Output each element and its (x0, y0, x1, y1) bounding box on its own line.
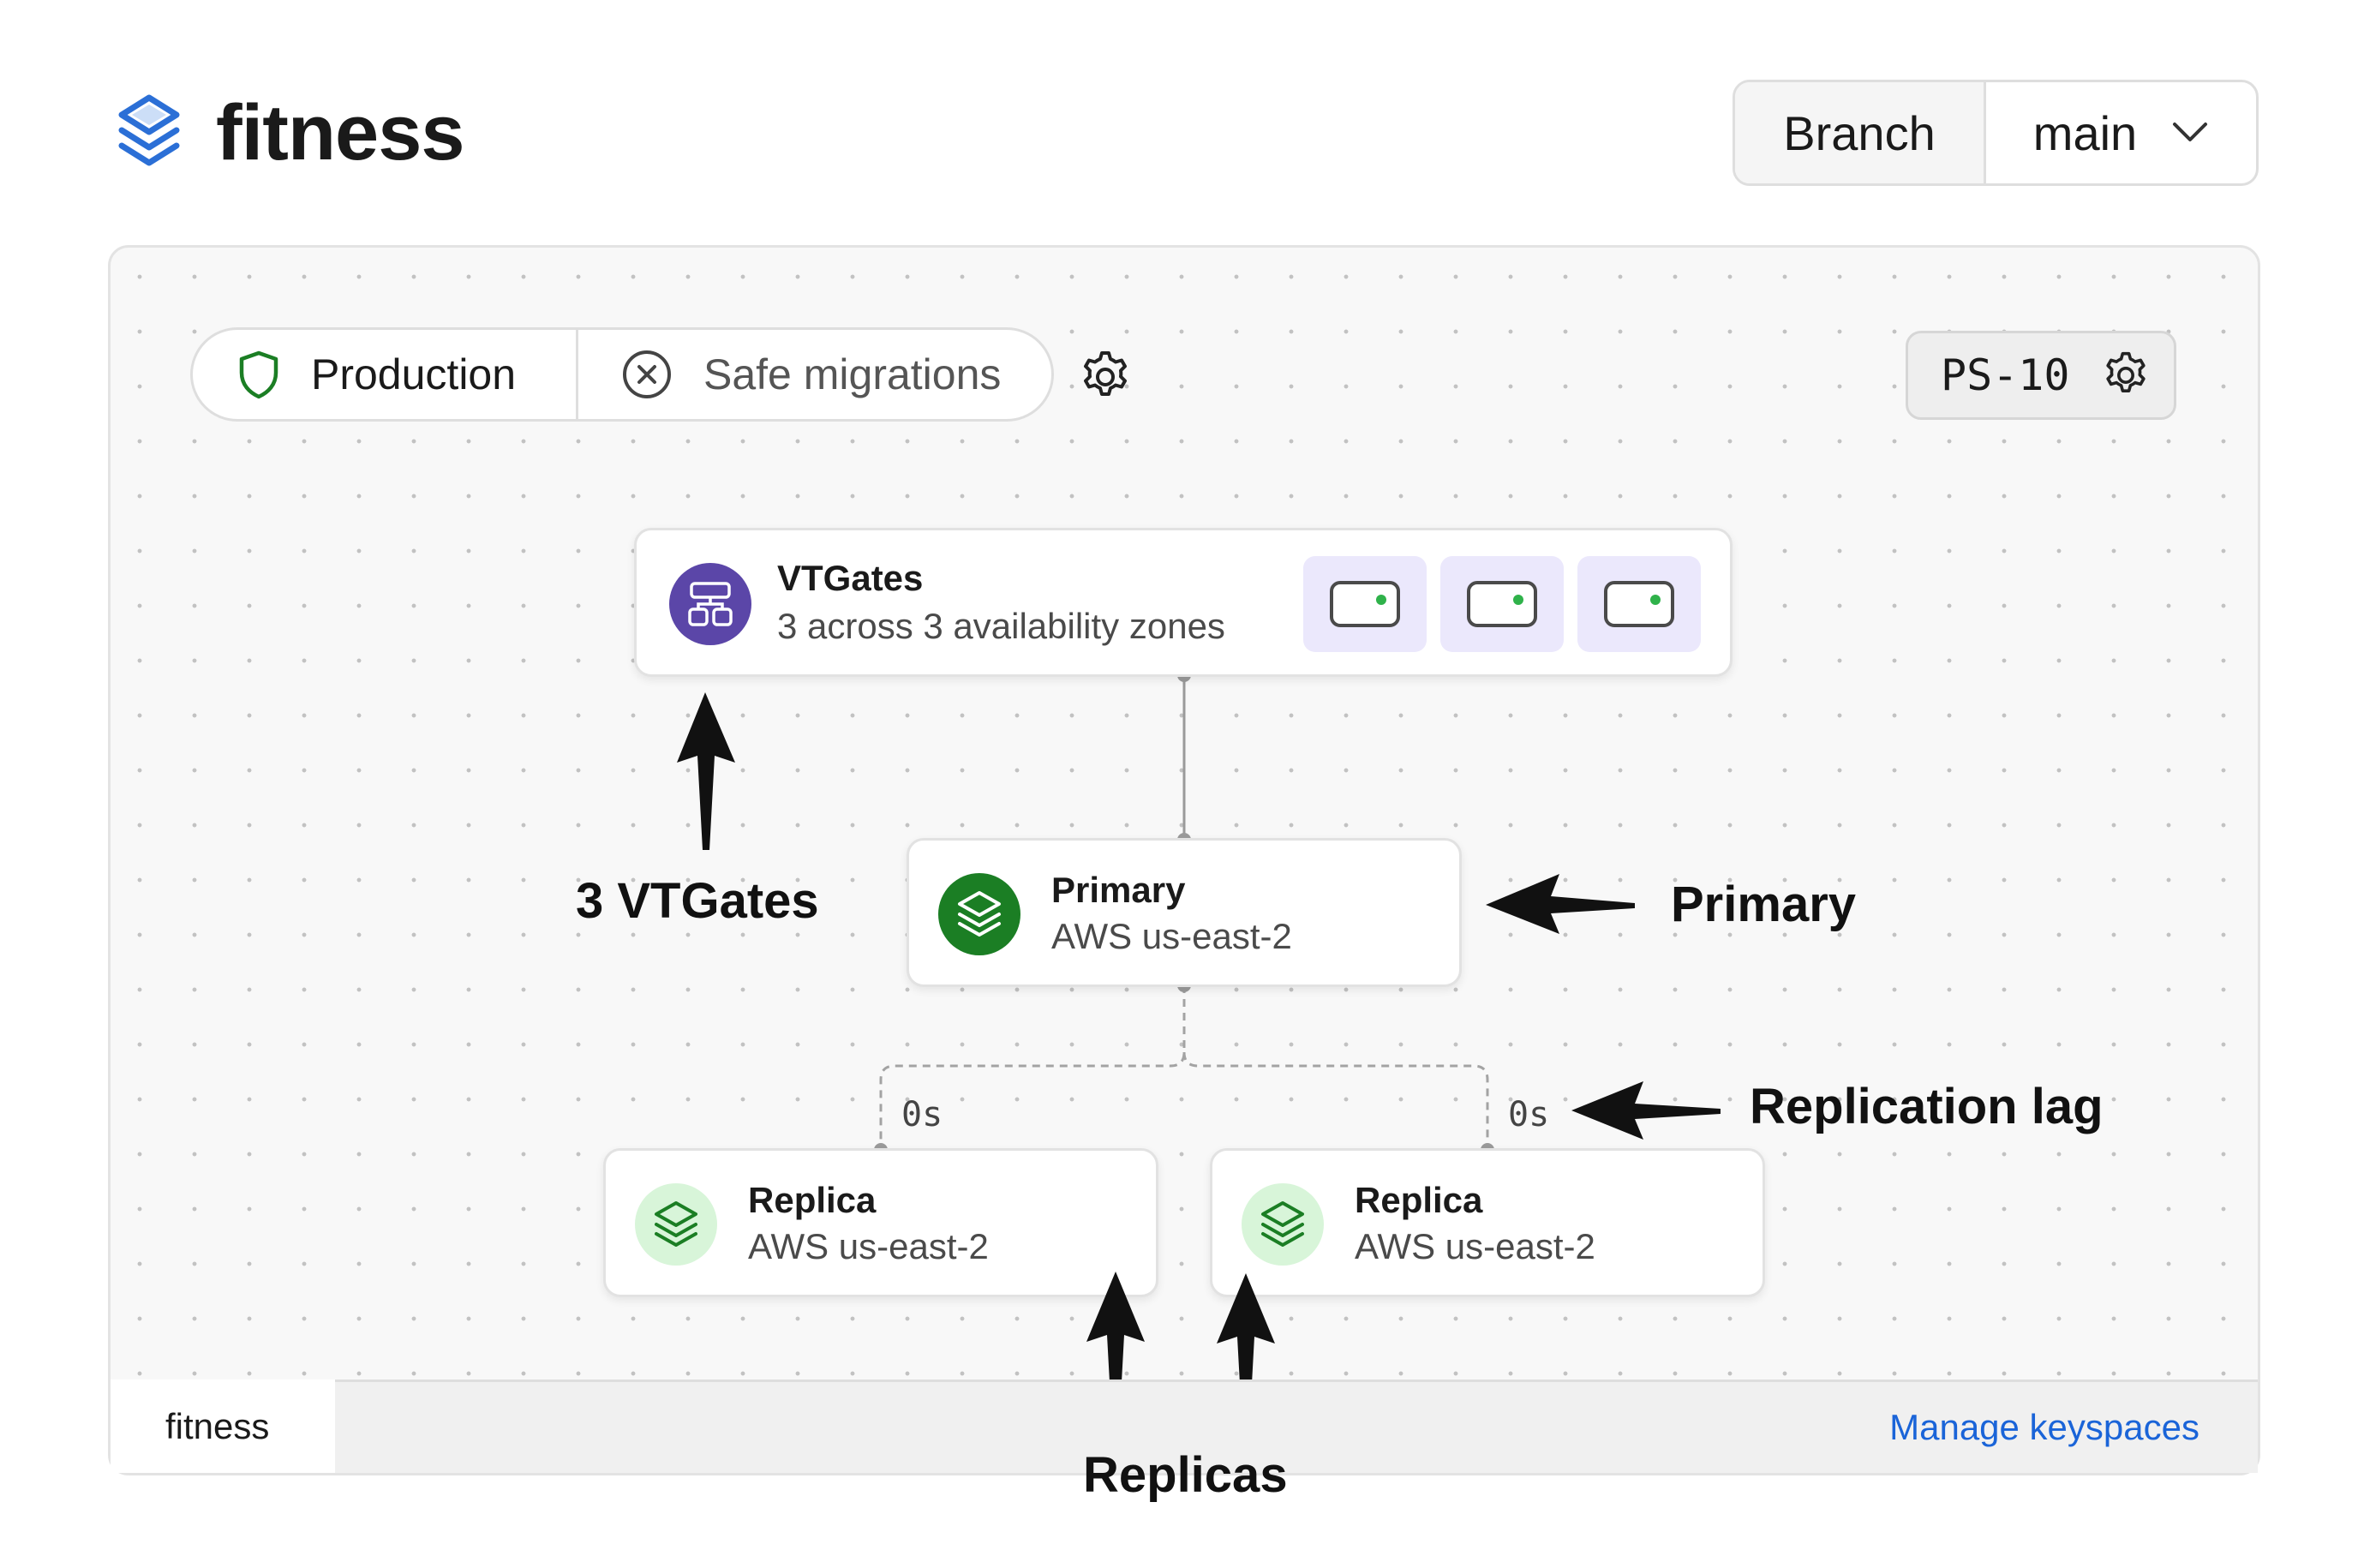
arrow-left-icon (1571, 1081, 1721, 1140)
app-title: fitness (216, 89, 465, 177)
replica-region: AWS us-east-2 (748, 1226, 989, 1266)
arrow-left-icon (1486, 874, 1635, 934)
network-gateway-icon (669, 563, 751, 645)
replication-lag-label: 0s (1508, 1095, 1550, 1134)
replication-lag-label: 0s (901, 1095, 943, 1134)
logo-layers-icon (118, 94, 180, 166)
annotation-replication-lag: Replication lag (1750, 1079, 2104, 1134)
vtgate-instance[interactable] (1577, 556, 1701, 652)
replica-title: Replica (748, 1180, 877, 1220)
database-layers-icon (635, 1183, 717, 1266)
production-label: Production (311, 350, 517, 398)
gear-icon (2105, 351, 2146, 392)
cluster-size-button[interactable]: PS-10 (1906, 331, 2176, 420)
branch-selector: Branch main (1733, 80, 2259, 186)
annotation-replicas: Replicas (1083, 1447, 1288, 1503)
safe-migrations-label: Safe migrations (703, 350, 1002, 398)
replica-region: AWS us-east-2 (1355, 1226, 1595, 1266)
replica-card[interactable]: Replica AWS us-east-2 (1210, 1148, 1765, 1297)
manage-keyspaces-link[interactable]: Manage keyspaces (1889, 1407, 2199, 1447)
database-layers-icon (938, 873, 1020, 955)
primary-title: Primary (1051, 870, 1186, 910)
environment-toggle: Production Safe migrations (190, 327, 1054, 422)
vtgates-subtitle: 3 across 3 availability zones (777, 606, 1225, 646)
vtgates-card[interactable]: VTGates 3 across 3 availability zones (634, 528, 1733, 677)
x-circle-icon (623, 350, 671, 398)
replica-card[interactable]: Replica AWS us-east-2 (603, 1148, 1158, 1297)
arrow-up-icon (677, 692, 735, 850)
database-layers-icon (1242, 1183, 1324, 1266)
annotation-primary: Primary (1671, 877, 1857, 932)
branch-label: Branch (1735, 82, 1986, 183)
vtgates-title: VTGates (777, 558, 924, 598)
safe-migrations-toggle[interactable]: Safe migrations (578, 330, 1042, 419)
primary-region: AWS us-east-2 (1051, 916, 1292, 956)
shield-icon (239, 350, 278, 399)
keyspace-tab-bar: Manage keyspaces (335, 1379, 2258, 1473)
vtgate-instance[interactable] (1440, 556, 1564, 652)
production-toggle[interactable]: Production (193, 330, 578, 419)
keyspace-tab-fitness[interactable]: fitness (111, 1379, 335, 1473)
vtgate-instance[interactable] (1303, 556, 1427, 652)
primary-card[interactable]: Primary AWS us-east-2 (907, 838, 1462, 987)
replica-title: Replica (1355, 1180, 1483, 1220)
branch-dropdown[interactable]: main (1986, 82, 2256, 183)
arrow-up-icon (1086, 1272, 1145, 1429)
chevron-down-icon (2173, 123, 2208, 141)
branch-value: main (2032, 105, 2138, 160)
annotation-vtgates: 3 VTGates (576, 873, 819, 929)
cluster-size-label: PS-10 (1941, 350, 2070, 400)
gear-icon[interactable] (1078, 350, 1133, 404)
arrow-up-icon (1217, 1273, 1275, 1431)
